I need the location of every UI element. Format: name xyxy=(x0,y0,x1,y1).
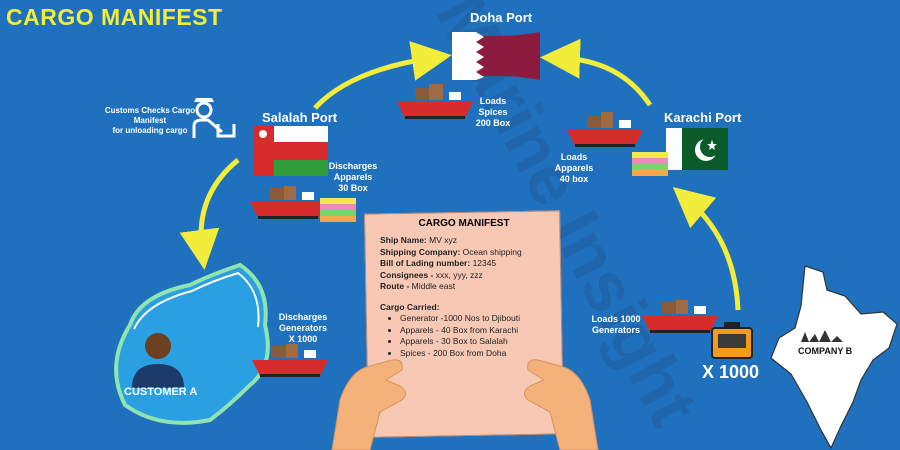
customer-label: CUSTOMER A xyxy=(124,386,198,398)
manifest-field: Route - Middle east xyxy=(380,281,456,291)
cargo-item: Apparels - 30 Box to Salalah xyxy=(400,336,548,348)
manifest-field: Ship Name: MV xyz xyxy=(380,235,457,245)
ship-icon xyxy=(642,300,718,333)
oman-flag-icon xyxy=(254,126,328,176)
generator-count: X 1000 xyxy=(702,362,760,382)
ship-icon xyxy=(250,186,326,219)
cargo-item: Spices - 200 Box from Doha xyxy=(400,348,548,360)
manifest-field: Bill of Lading number: 12345 xyxy=(380,258,497,268)
pakistan-flag-icon xyxy=(666,128,728,170)
ship-icon xyxy=(252,344,328,377)
manifest-fields: Ship Name: MV xyz Shipping Company: Ocea… xyxy=(380,235,548,359)
doha-port-label: Doha Port xyxy=(470,10,533,25)
cargo-list: Generator -1000 Nos to Djibouti Apparels… xyxy=(380,313,548,359)
arrow-karachi-to-doha xyxy=(540,38,653,107)
karachi-port-label: Karachi Port xyxy=(664,110,742,125)
customs-officer-icon xyxy=(192,98,236,138)
manifest-title: CARGO MANIFEST xyxy=(418,218,510,229)
india-map-icon xyxy=(770,265,898,450)
manifest-field: Consignees - xxx, yyy, zzz xyxy=(380,269,483,280)
apparel-stack-icon xyxy=(632,152,668,176)
customer-avatar-icon xyxy=(132,333,184,388)
generator-icon xyxy=(711,322,753,359)
manifest-content: CARGO MANIFEST Ship Name: MV xyz Shippin… xyxy=(380,218,548,359)
arrow-salalah-to-doha xyxy=(313,41,452,110)
arrow-company-to-karachi xyxy=(672,187,741,311)
page-title: CARGO MANIFEST xyxy=(6,4,223,30)
cargo-item: Apparels - 40 Box from Karachi xyxy=(400,325,548,337)
cargo-item: Generator -1000 Nos to Djibouti xyxy=(400,313,548,325)
company-label: COMPANY B xyxy=(798,346,853,356)
ship-icon xyxy=(397,84,473,119)
manifest-field: Shipping Company: Ocean shipping xyxy=(380,246,522,257)
left-hand-icon xyxy=(331,359,406,450)
ship-icon xyxy=(567,112,643,147)
cargo-heading: Cargo Carried: xyxy=(380,301,440,312)
salalah-port-label: Salalah Port xyxy=(262,110,338,125)
qatar-flag-icon xyxy=(452,32,540,80)
apparel-stack-icon xyxy=(320,198,356,222)
right-hand-icon xyxy=(524,359,599,450)
arrow-customs-to-customer xyxy=(179,158,240,270)
